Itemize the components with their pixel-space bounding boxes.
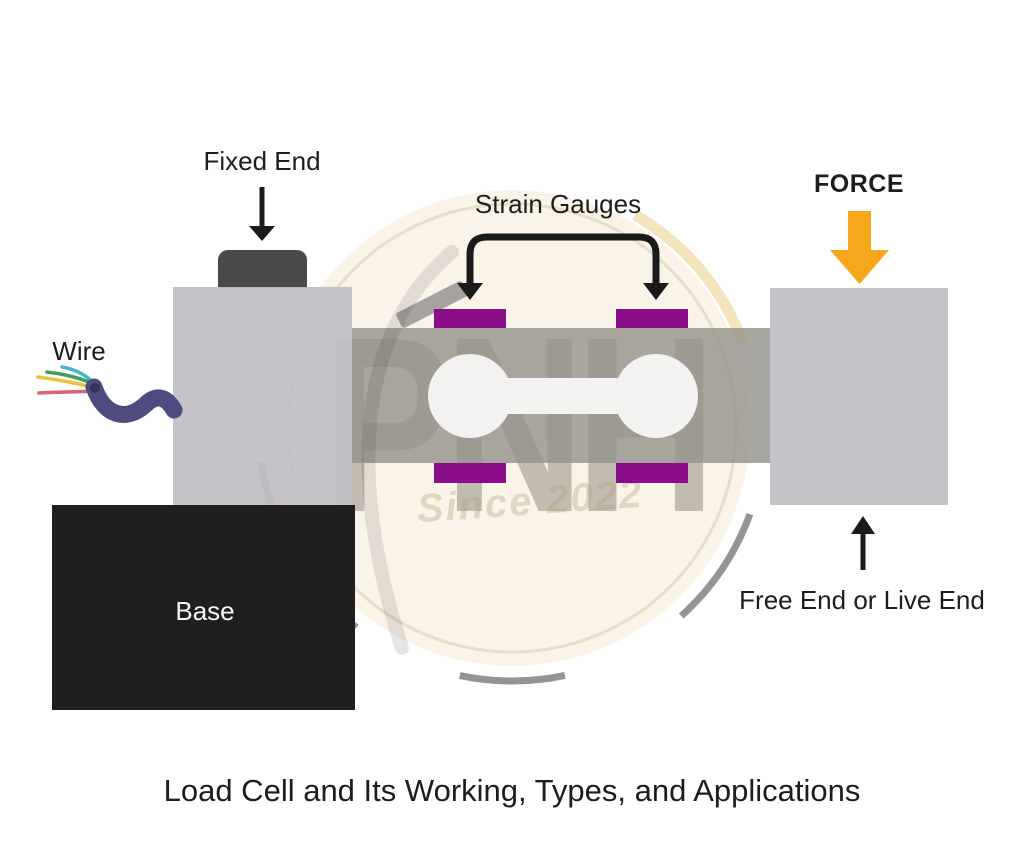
fixed-end-arrow-icon xyxy=(249,187,275,241)
force-label: FORCE xyxy=(814,170,904,198)
free-end-block xyxy=(770,288,948,505)
strain-gauge-top-left xyxy=(434,309,506,328)
base-block xyxy=(52,505,355,710)
fixed-end-cap xyxy=(218,250,307,288)
diagram-caption: Load Cell and Its Working, Types, and Ap… xyxy=(163,773,861,808)
fixed-end-label: Fixed End xyxy=(203,146,321,176)
strain-gauges-label: Strain Gauges xyxy=(474,189,642,219)
strain-gauge-top-right xyxy=(616,309,688,328)
fixed-end-column xyxy=(173,287,352,505)
free-end-label: Free End or Live End xyxy=(739,585,985,615)
wire-cable-icon xyxy=(36,365,183,423)
force-arrow-icon xyxy=(830,211,889,284)
base-label: Base xyxy=(175,596,235,626)
strain-gauge-bottom-left xyxy=(434,463,506,483)
strain-gauge-bottom-right xyxy=(616,463,688,483)
free-end-arrow-icon xyxy=(851,516,875,570)
wire-label: Wire xyxy=(52,336,106,366)
beam-hole-bar xyxy=(470,378,656,414)
